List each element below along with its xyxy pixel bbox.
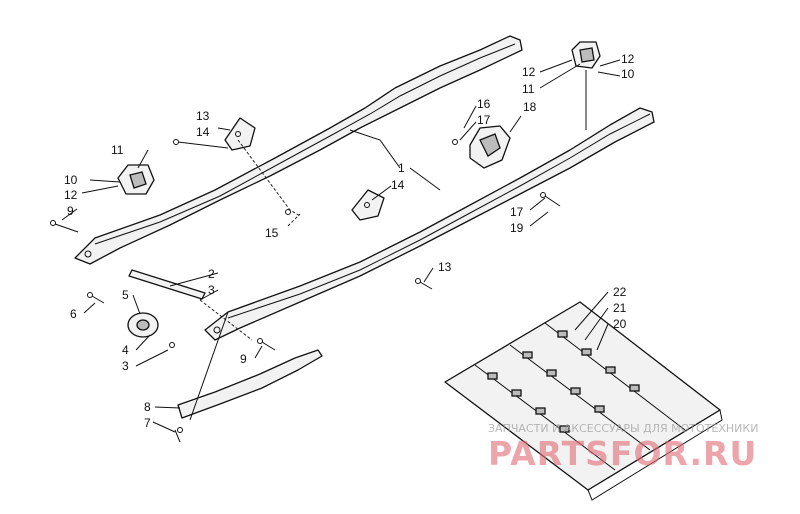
- track-clips: [487, 330, 640, 433]
- callout-2: 2: [208, 267, 215, 281]
- callout-numbers: 13 14 11 10 12 9 1 14 15 13 16 17 18 12 …: [64, 52, 635, 430]
- callout-5: 5: [122, 288, 129, 302]
- callout-17: 17: [510, 205, 524, 219]
- callout-1: 1: [398, 161, 405, 175]
- callout-11: 11: [111, 143, 124, 157]
- callout-15: 15: [265, 226, 279, 240]
- callout-14: 14: [391, 178, 405, 192]
- shaft-2: [128, 269, 206, 300]
- callout-4: 4: [122, 343, 129, 357]
- bracket-14-upper: [224, 117, 256, 151]
- bumper-18: [469, 125, 511, 169]
- callout-10: 10: [621, 67, 635, 81]
- callout-10: 10: [64, 173, 78, 187]
- callout-7: 7: [144, 416, 151, 430]
- callout-6: 6: [70, 307, 77, 321]
- callout-18: 18: [523, 100, 537, 114]
- callout-3: 3: [208, 283, 215, 297]
- callout-3: 3: [122, 359, 129, 373]
- callout-13: 13: [196, 109, 210, 123]
- callout-13: 13: [438, 260, 452, 274]
- callout-19: 19: [510, 221, 524, 235]
- callout-12: 12: [522, 65, 536, 79]
- bolts: [50, 139, 561, 443]
- callout-12: 12: [621, 52, 635, 66]
- callout-9: 9: [67, 204, 74, 218]
- watermark-caption: ЗАПЧАСТИ И АКСЕССУАРЫ ДЛЯ МОТОТЕХНИКИ: [488, 422, 758, 435]
- idler-5: [127, 312, 159, 338]
- callout-9: 9: [240, 352, 247, 366]
- callout-17: 17: [477, 113, 491, 127]
- callout-14: 14: [196, 125, 210, 139]
- watermark: ЗАПЧАСТИ И АКСЕССУАРЫ ДЛЯ МОТОТЕХНИКИ PA…: [488, 422, 758, 473]
- callout-20: 20: [613, 317, 627, 331]
- slide-rail-lower: [204, 107, 655, 341]
- bumper-11-left: [117, 164, 155, 195]
- slide-rail-upper: [74, 35, 523, 265]
- callout-12: 12: [64, 188, 78, 202]
- bumper-11-right: [571, 41, 601, 69]
- track-section: [444, 301, 723, 501]
- wear-strip-8: [177, 349, 323, 419]
- callout-16: 16: [477, 97, 491, 111]
- callout-21: 21: [613, 301, 627, 315]
- watermark-logo: PARTSFOR.RU: [488, 434, 757, 473]
- leader-lines: [61, 59, 621, 433]
- callout-11: 11: [522, 82, 535, 96]
- callout-22: 22: [613, 285, 627, 299]
- callout-8: 8: [144, 400, 151, 414]
